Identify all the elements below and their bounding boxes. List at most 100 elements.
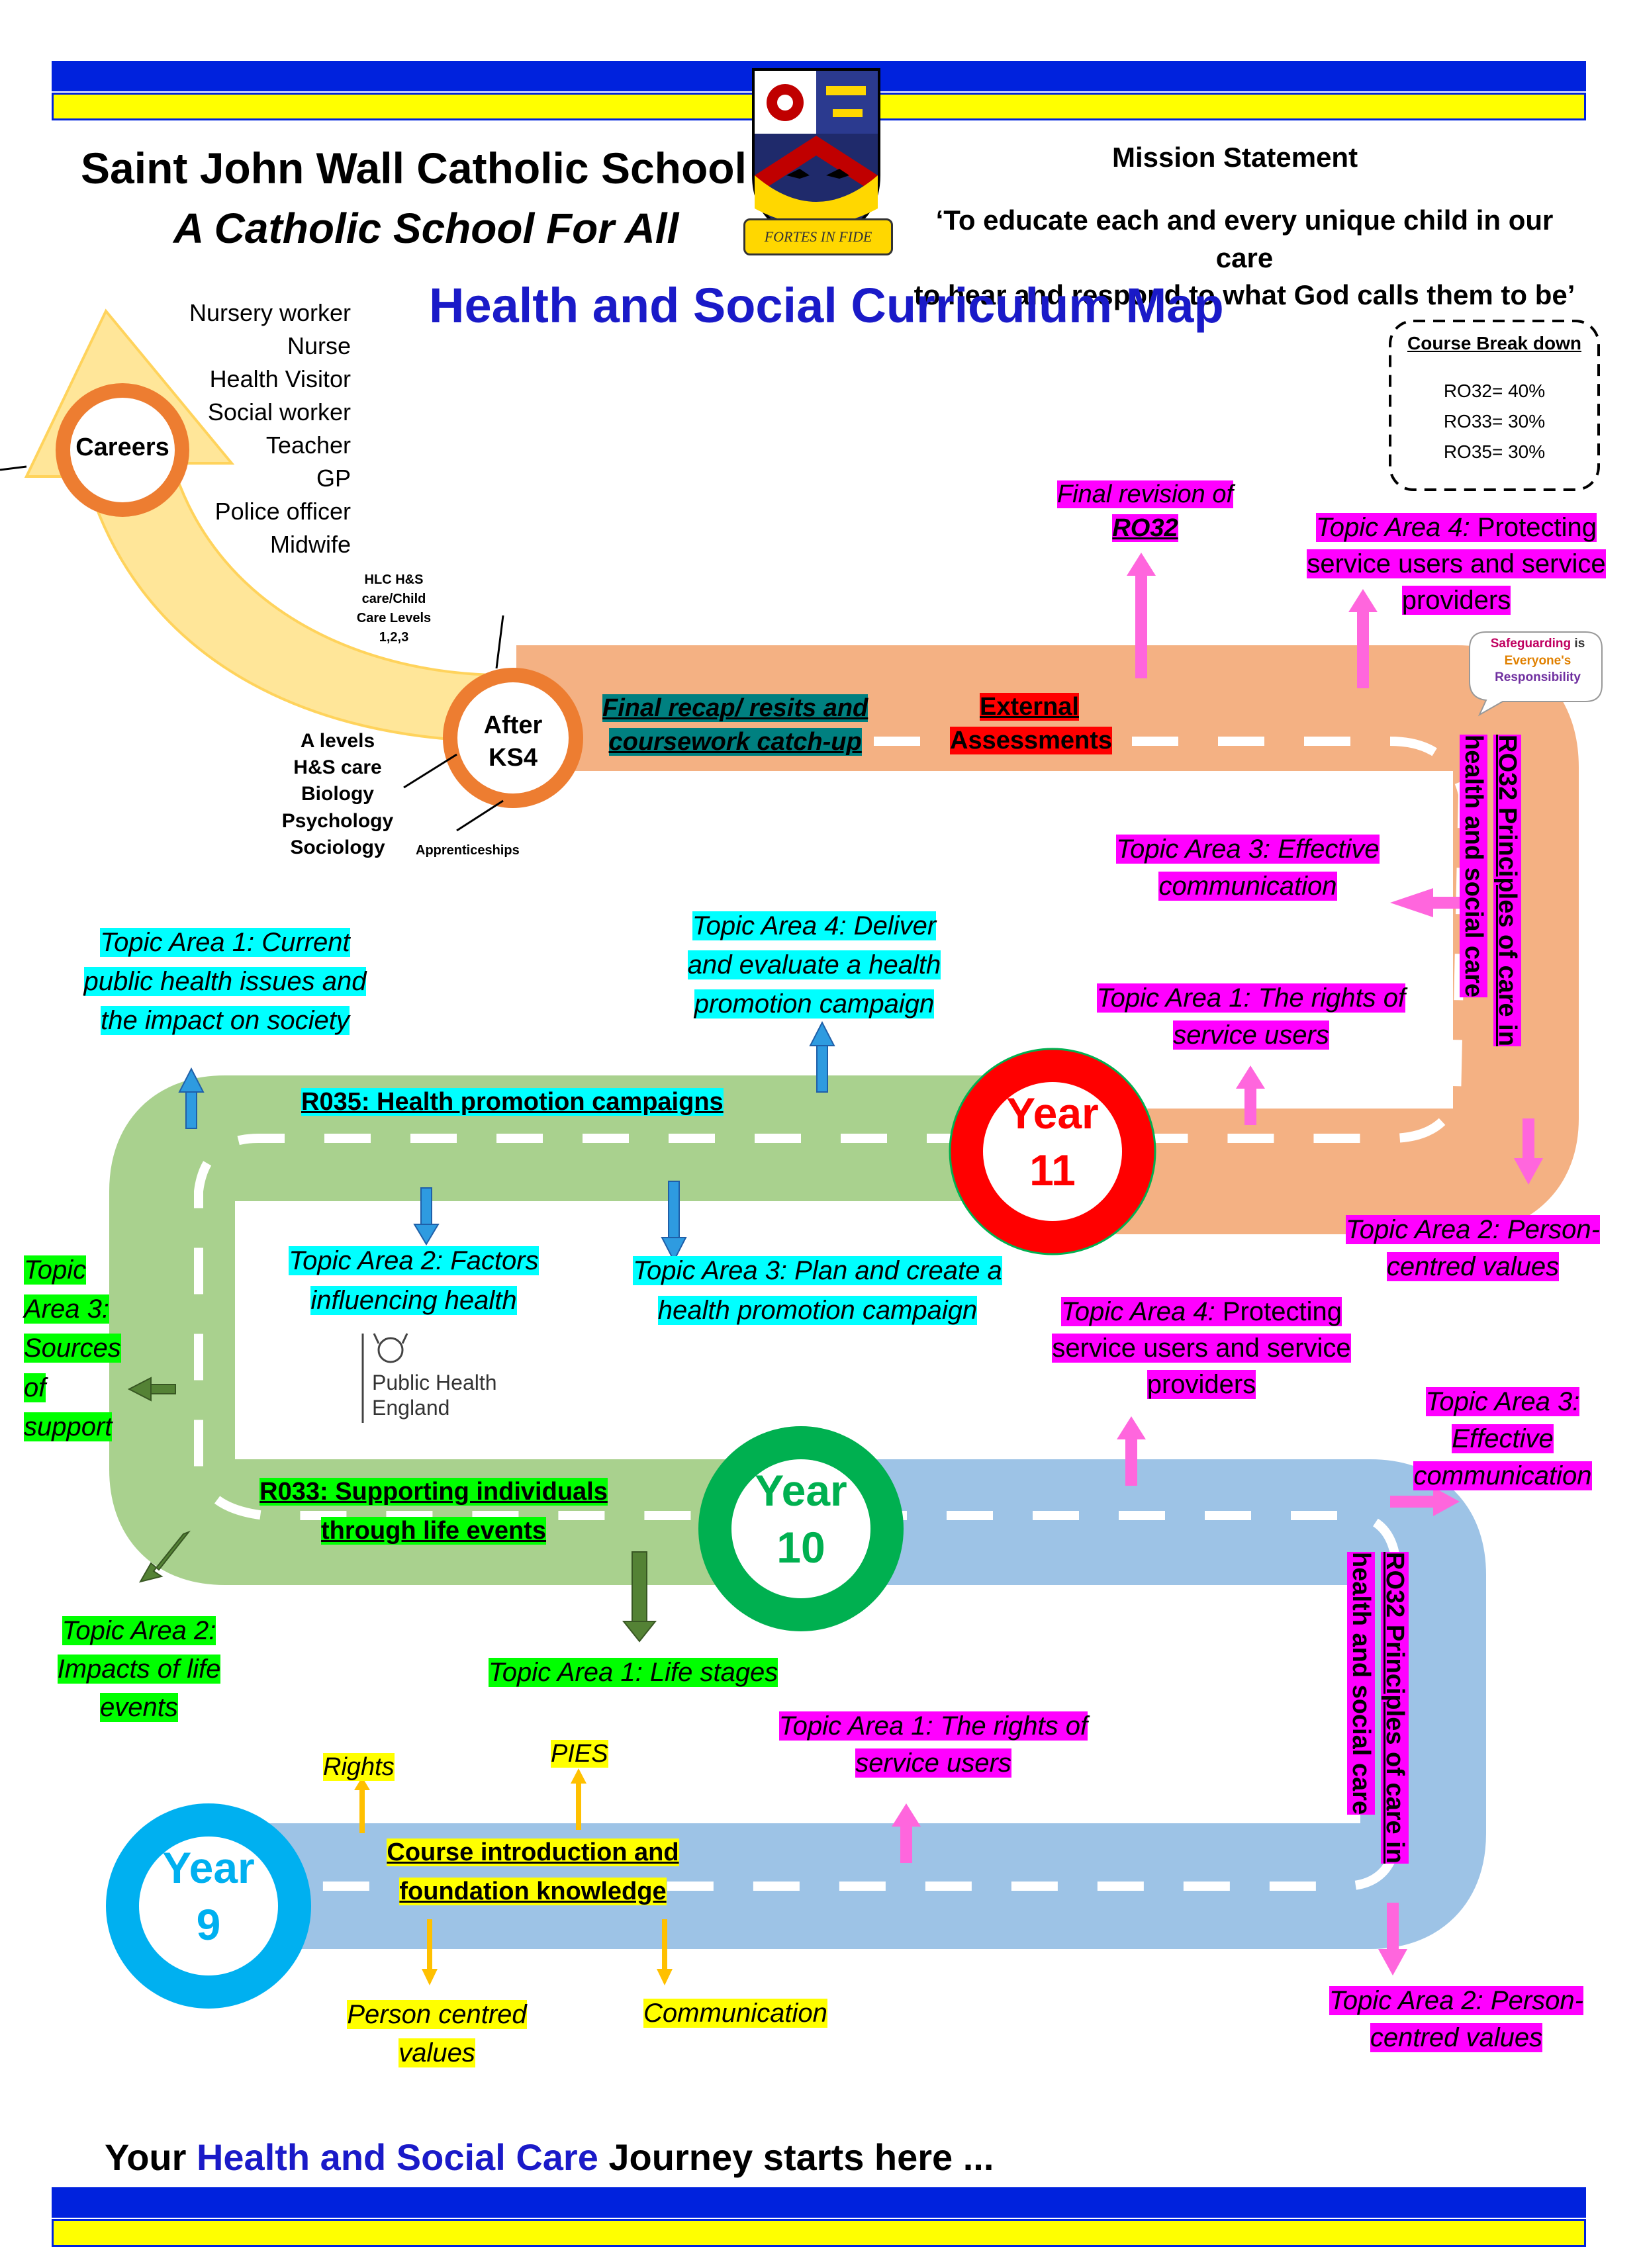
communication-text: Communication (643, 1999, 827, 2028)
communication-label: Communication (643, 1995, 827, 2031)
ro33-ta3-label: Topic Area 3: Sources of support (24, 1251, 121, 1447)
ro35-ta3-line-2: health promotion campaign (657, 1296, 978, 1325)
y11-ro32-vertical: RO32 Principles of care in health and so… (1450, 735, 1529, 1066)
y10-ta1-line-1: Topic Area 1: The rights of (778, 1711, 1088, 1741)
hlc-line-2: care/Child (361, 592, 426, 606)
after-ks4-label: After KS4 (460, 709, 566, 775)
breakdown-ro33: RO33= 30% (1443, 410, 1546, 431)
rights-text: Rights (323, 1753, 395, 1781)
person-centred-label: Person centred values (331, 1995, 543, 2072)
year11-word: Year (1006, 1089, 1099, 1138)
ro33-ta3-line-4: of (24, 1373, 46, 1402)
a-level-hs-care: H&S care (293, 756, 382, 779)
crest-motto-banner: FORTES IN FIDE (743, 218, 893, 255)
y11-ta4-rest-1: Protecting (1470, 513, 1597, 542)
mission-heading: Mission Statement (1112, 142, 1358, 173)
ro35-ta4-line-3: promotion campaign (694, 989, 935, 1019)
mission-line-2: to hear and respond to what God calls th… (914, 279, 1575, 311)
school-crest: FORTES IN FIDE (743, 63, 893, 261)
career-police-officer: Police officer (214, 498, 351, 525)
ro35-ta4-label: Topic Area 4: Deliver and evaluate a hea… (669, 907, 960, 1024)
final-revision-line-1: Final revision of (1056, 480, 1234, 508)
ro35-ta2-label: Topic Area 2: Factors influencing health (268, 1241, 559, 1320)
blue-arrows (178, 1021, 835, 1263)
course-intro-line-1: Course introduction and (387, 1838, 679, 1866)
breakdown-ro32: RO32= 40% (1443, 380, 1546, 401)
final-recap-line-2: coursework catch-up (608, 728, 862, 756)
ro33-title-line-2: through life events (321, 1516, 546, 1545)
y11-ta2-line-1: Topic Area 2: Person- (1346, 1215, 1600, 1244)
hlc-line-3: Care Levels (356, 611, 432, 625)
hlc-list: HLC H&S care/Child Care Levels 1,2,3 (344, 570, 444, 647)
ro33-title: R033: Supporting individuals through lif… (245, 1473, 622, 1551)
careers-label: Careers (75, 433, 169, 461)
bottom-blue-band (52, 2187, 1586, 2218)
hlc-line-4: 1,2,3 (379, 630, 409, 645)
y11-ro32-line-2: health and social care (1459, 735, 1487, 998)
ro35-title: R035: Health promotion campaigns (301, 1085, 724, 1119)
career-midwife: Midwife (269, 531, 351, 559)
y11-ta4-prefix: Topic Area 4: (1316, 513, 1470, 542)
final-recap-line-1: Final recap/ resits and (602, 694, 868, 722)
phe-line-1: Public Health (372, 1371, 497, 1394)
y10-ro32-vertical: RO32 Principles of care in health and so… (1337, 1552, 1417, 1883)
school-tagline: A Catholic School For All (173, 204, 679, 252)
y11-ro32-line-1: RO32 Principles of care in (1493, 735, 1521, 1046)
y11-ta3-line-2: communication (1158, 872, 1337, 901)
safeguarding-is: is (1571, 637, 1585, 651)
careers-ring (56, 383, 189, 517)
year10-word: Year (755, 1466, 847, 1515)
y10-ta2-label: Topic Area 2: Person- centred values (1307, 1982, 1605, 2056)
y10-ta4-rest-3: providers (1147, 1370, 1256, 1400)
ro35-ta1-line-2: public health issues and (83, 967, 367, 997)
course-breakdown-box (1389, 320, 1600, 491)
y11-ta1-line-1: Topic Area 1: The rights of (1096, 983, 1406, 1013)
safeguarding-word: Safeguarding (1490, 637, 1571, 651)
blue-road (232, 1459, 1486, 1949)
safeguarding-responsibility: Responsibility (1495, 670, 1581, 685)
y10-ta3-label: Topic Area 3: Effective communication (1403, 1383, 1602, 1494)
ro33-ta1-text: Topic Area 1: Life stages (489, 1658, 778, 1687)
ro35-ta4-line-1: Topic Area 4: Deliver (692, 911, 937, 940)
ro33-title-line-1: R033: Supporting individuals (259, 1478, 608, 1506)
after-ks4-line-1: After (483, 711, 543, 739)
y11-ta4-rest-2: service users and service (1307, 549, 1606, 579)
footer-tagline: Your Health and Social Care Journey star… (105, 2132, 994, 2183)
course-intro-line-2: foundation knowledge (399, 1877, 667, 1905)
yellow-arrows (354, 1768, 673, 1985)
phe-line-2: England (372, 1396, 450, 1420)
y10-ta4-rest-2: service users and service (1052, 1334, 1351, 1363)
phe-crest (373, 1333, 408, 1363)
mission-line-1: ‘To educate each and every unique child … (935, 204, 1554, 273)
ro33-ta3-line-3: Sources (24, 1334, 121, 1363)
year11-number: 11 (1029, 1145, 1076, 1195)
safeguarding-everyones: Everyone's (1504, 653, 1571, 668)
y11-ta3-line-1: Topic Area 3: Effective (1116, 835, 1380, 864)
y10-ta1-line-2: service users (855, 1748, 1011, 1778)
ro33-ta2-line-2: Impacts of life (57, 1655, 221, 1684)
hlc-line-1: HLC H&S (364, 572, 424, 587)
ro35-ta1-line-3: the impact on society (101, 1006, 350, 1036)
y11-ta1-line-2: service users (1173, 1021, 1329, 1050)
school-name: Saint John Wall Catholic School (81, 144, 747, 193)
career-nurse: Nurse (287, 332, 351, 360)
y10-ro32-line-1: RO32 Principles of care in (1381, 1552, 1409, 1864)
ro33-ta3-line-1: Topic (24, 1255, 87, 1285)
careers-list: Nursery worker Nurse Health Visitor Soci… (152, 296, 351, 561)
y10-ta4-prefix: Topic Area 4: (1061, 1297, 1215, 1326)
ro35-ta4-line-2: and evaluate a health (687, 950, 941, 980)
course-breakdown-heading: Course Break down (1407, 333, 1581, 353)
course-intro-label: Course introduction and foundation knowl… (367, 1833, 698, 1911)
y10-ta2-line-1: Topic Area 2: Person- (1329, 1986, 1583, 2015)
person-centred-line-2: values (399, 2038, 475, 2067)
a-levels-list: A levels H&S care Biology Psychology Soc… (278, 728, 397, 861)
a-levels-heading: A levels (300, 730, 375, 752)
after-ks4-line-2: KS4 (489, 744, 538, 772)
green-road (109, 1075, 1059, 1585)
final-revision-label: Final revision of RO32 (1039, 478, 1251, 546)
year9-number: 9 (196, 1899, 221, 1949)
apprenticeships-label: Apprenticeships (416, 843, 520, 858)
career-teacher: Teacher (265, 431, 351, 459)
year11-label: Year 11 (986, 1085, 1119, 1199)
ro35-title-text: R035: Health promotion campaigns (301, 1088, 724, 1116)
